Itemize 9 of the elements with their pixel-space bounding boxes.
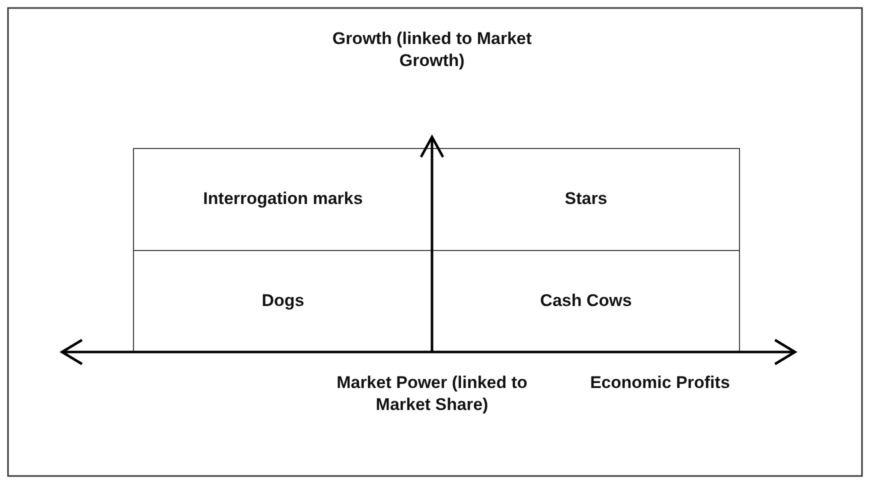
quadrant-title: Dogs bbox=[262, 290, 304, 312]
axis-label: Market Power (linked to Market Share) bbox=[336, 372, 528, 416]
axis-label: Growth (linked to Market Growth) bbox=[331, 28, 533, 72]
matrix-quadrant bbox=[133, 148, 433, 251]
quadrant-title: Stars bbox=[564, 188, 608, 210]
axis-label: Economic Profits bbox=[589, 372, 731, 394]
quadrant-title: Cash Cows bbox=[540, 290, 632, 312]
matrix-quadrant bbox=[432, 148, 740, 251]
quadrant-title: Interrogation marks bbox=[203, 188, 363, 210]
